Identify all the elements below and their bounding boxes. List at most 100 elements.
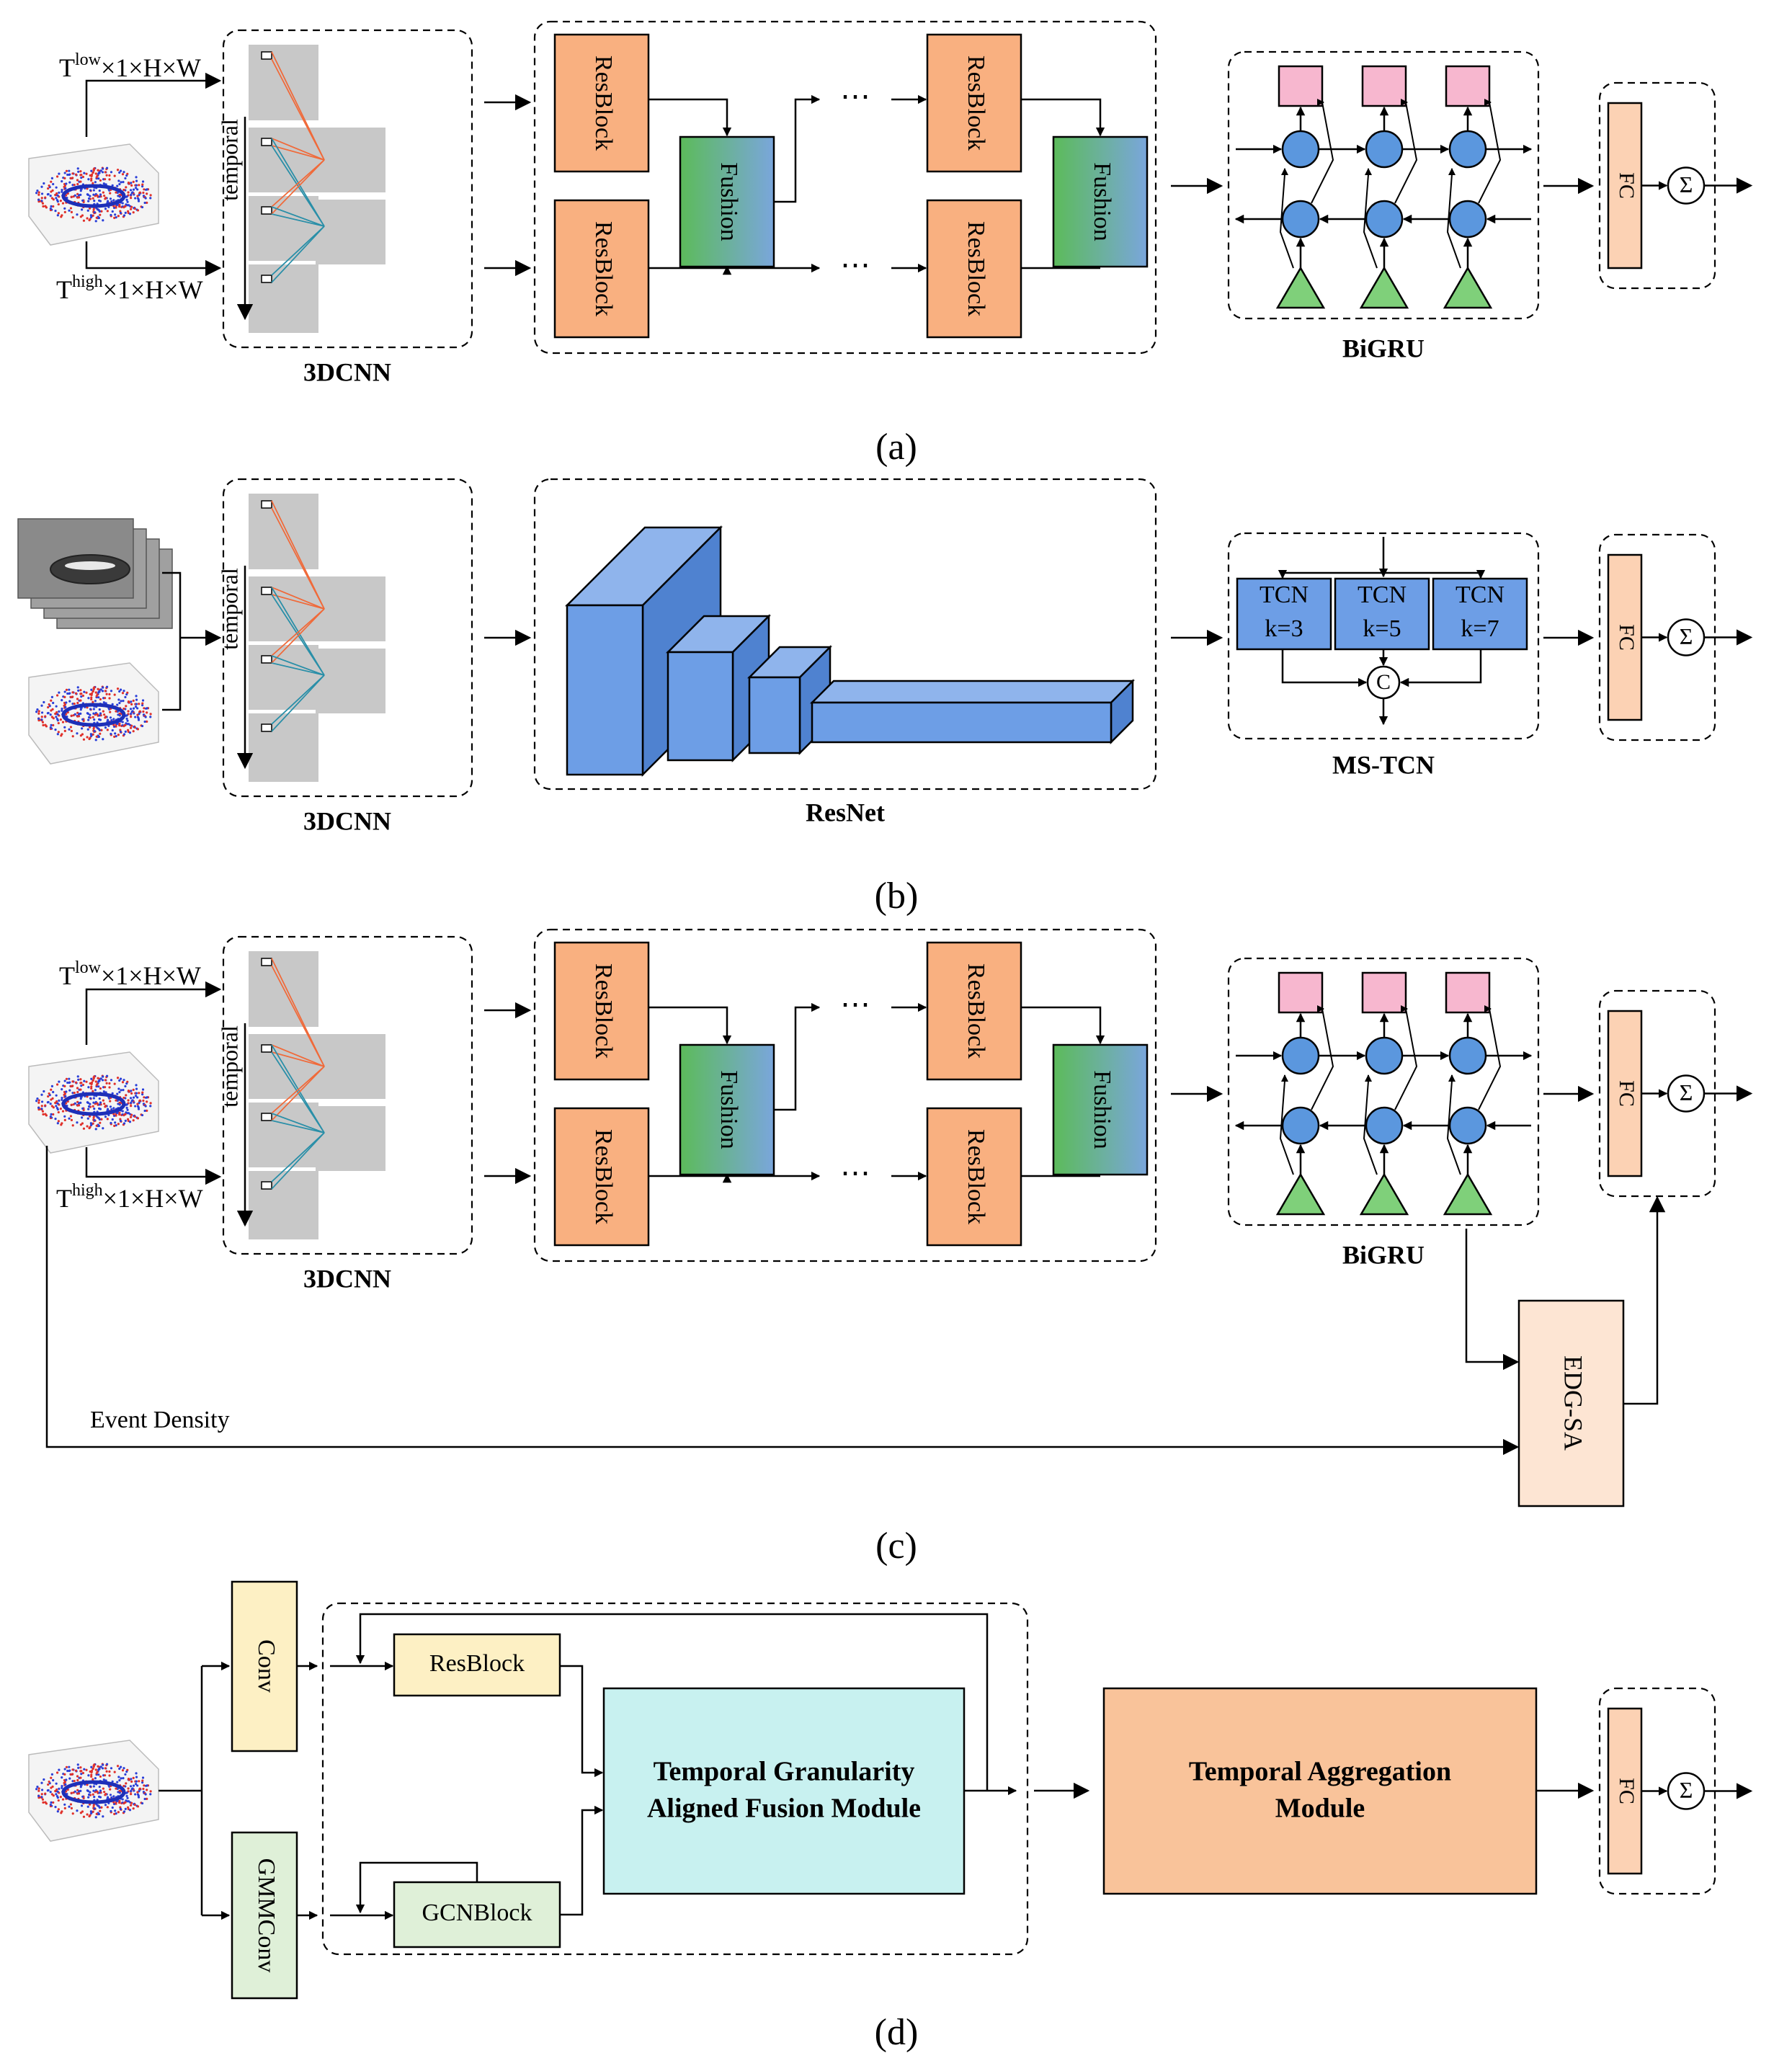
event-point [143, 707, 146, 710]
event-point [130, 1789, 133, 1792]
event-point [130, 712, 133, 715]
event-point [90, 1077, 93, 1080]
conv-ray [271, 655, 325, 676]
event-point [100, 1118, 103, 1121]
resblock [926, 941, 1022, 1081]
event-point [79, 1078, 82, 1081]
event-point [134, 1793, 137, 1796]
event-point [76, 686, 79, 689]
event-point [68, 1769, 71, 1772]
event-point [141, 1781, 144, 1784]
event-point [73, 194, 76, 197]
event-point [73, 1779, 76, 1783]
event-point [97, 169, 99, 172]
event-point [79, 1088, 82, 1091]
event-point [141, 1113, 144, 1117]
event-point [120, 181, 122, 184]
event-point [71, 735, 74, 738]
event-point [98, 1103, 101, 1106]
input-dims-high: Thigh×1×H×W [56, 272, 203, 305]
event-point [76, 1775, 79, 1778]
event-point [74, 692, 78, 695]
kernel-cube [261, 1113, 272, 1121]
tcn-label: TCN [1358, 582, 1407, 608]
event-point [106, 200, 110, 202]
resblock [553, 941, 650, 1081]
event-point [133, 1115, 136, 1118]
event-point [141, 1779, 144, 1782]
event-point [79, 1082, 82, 1085]
event-point [58, 1768, 61, 1771]
event-point [87, 1086, 90, 1089]
event-point [97, 718, 101, 721]
event-point [40, 1796, 43, 1799]
bigru-label: BiGRU [1342, 334, 1425, 362]
resnet-layer-front [748, 676, 801, 754]
event-point [108, 174, 111, 177]
event-point [92, 1105, 94, 1108]
event-point [137, 1106, 140, 1109]
fusion-block [1052, 1043, 1149, 1176]
event-point [99, 1101, 102, 1104]
input-to-high [85, 241, 222, 277]
event-point [55, 694, 59, 697]
event-point [124, 177, 127, 180]
event-point [35, 192, 38, 195]
event-point [50, 1088, 53, 1091]
gru-skip [1279, 168, 1294, 269]
event-point [144, 707, 148, 710]
event-point [104, 1804, 107, 1807]
event-point [118, 714, 121, 717]
event-point [110, 1108, 113, 1111]
event-point [106, 1118, 109, 1121]
event-point [146, 201, 148, 204]
event-point [115, 1812, 117, 1815]
event-point [96, 174, 99, 177]
resblock-label: ResBlock [590, 963, 617, 1059]
event-point [74, 1769, 78, 1772]
event-point [68, 1805, 71, 1808]
event-point [128, 701, 130, 704]
event-point [104, 178, 107, 181]
event-point [121, 1081, 125, 1084]
event-point [37, 191, 40, 194]
event-point [99, 1789, 102, 1792]
sum-label: Σ [1680, 1777, 1693, 1803]
event-point [54, 193, 57, 197]
event-point [122, 1114, 125, 1117]
gru-forward-cell [1281, 130, 1320, 169]
event-point [104, 1115, 107, 1118]
gru-output-square [1278, 65, 1324, 107]
event-point [73, 702, 76, 705]
tcn-kernel-label: k=7 [1461, 615, 1499, 642]
event-point [103, 1103, 106, 1105]
input-symbol: T [56, 275, 72, 304]
event-point [117, 1776, 120, 1778]
event-point [135, 184, 138, 187]
event-point [83, 690, 86, 693]
temporal-frame-block [249, 645, 318, 710]
tgafm-label-1: Temporal Granularity [654, 1757, 915, 1787]
event-point [130, 703, 133, 705]
event-point [90, 698, 93, 701]
conv-ray [271, 608, 325, 656]
event-point [57, 1110, 60, 1114]
event-point [40, 192, 44, 195]
event-point [149, 713, 152, 716]
event-point [92, 1789, 95, 1792]
event-point [44, 1113, 47, 1115]
gru-forward-cell [1365, 130, 1404, 169]
resnet-layer-front [566, 604, 644, 776]
panel-b-input [28, 662, 159, 765]
event-point [41, 202, 45, 205]
input-to-high [85, 1147, 222, 1185]
event-point [114, 1121, 117, 1124]
fc-block [1607, 553, 1643, 721]
event-point [98, 714, 101, 717]
fc-label: FC [1615, 172, 1639, 199]
event-point [82, 219, 86, 222]
event-point [69, 1773, 72, 1776]
event-point [61, 1798, 65, 1801]
event-point [138, 1780, 141, 1783]
event-point [54, 1101, 57, 1105]
